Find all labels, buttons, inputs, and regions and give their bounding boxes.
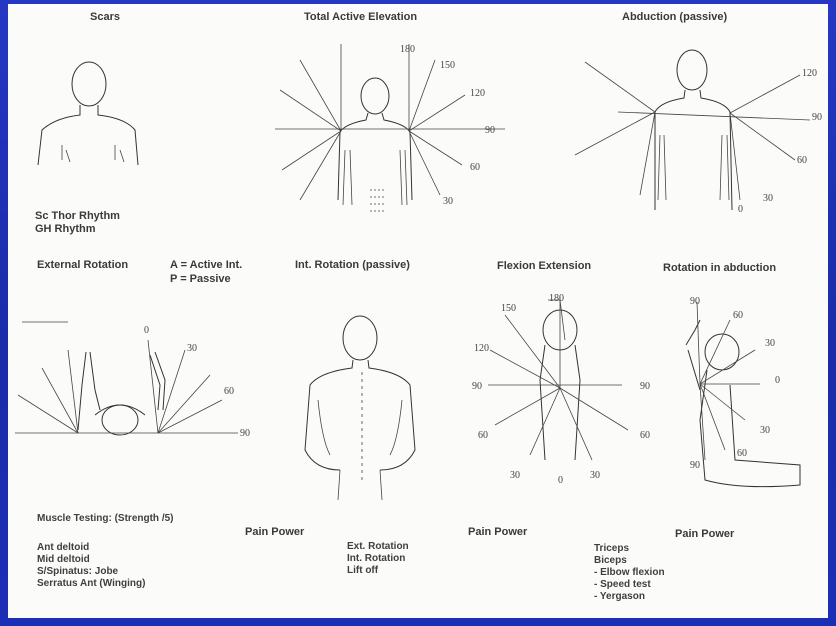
angle-label: 180 (549, 293, 564, 304)
list-item: Lift off (347, 564, 409, 576)
legend-passive: P = Passive (170, 273, 231, 286)
angle-label: 60 (640, 430, 650, 441)
legend-active-int: A = Active Int. (170, 259, 242, 272)
angle-label: 90 (240, 428, 250, 439)
angle-label: 90 (812, 112, 822, 123)
list-item: Int. Rotation (347, 552, 409, 564)
scars-torso-figure (38, 62, 138, 165)
muscle-list-arm: Triceps Biceps - Elbow flexion - Speed t… (594, 542, 665, 602)
list-item: Mid deltoid (37, 553, 145, 565)
angle-label: 0 (738, 204, 743, 215)
angle-label: 60 (478, 430, 488, 441)
angle-label: 30 (510, 470, 520, 481)
pain-power-label: Pain Power (675, 528, 734, 541)
flexion-extension-figure (488, 297, 628, 460)
list-item: Biceps (594, 554, 665, 566)
angle-label: 0 (144, 325, 149, 336)
external-rotation-figure (15, 340, 238, 435)
list-item: - Yergason (594, 590, 665, 602)
elevation-figure (275, 44, 505, 211)
angle-label: 60 (737, 448, 747, 459)
heading-total-active-elevation: Total Active Elevation (304, 11, 417, 24)
angle-label: 60 (797, 155, 807, 166)
muscle-list-rotation: Ext. Rotation Int. Rotation Lift off (347, 540, 409, 576)
list-item: S/Spinatus: Jobe (37, 565, 145, 577)
angle-label: 60 (224, 386, 234, 397)
angle-label: 60 (470, 162, 480, 173)
angle-label: 120 (470, 88, 485, 99)
angle-label: 90 (690, 460, 700, 471)
heading-scars: Scars (90, 11, 120, 24)
list-item: Serratus Ant (Winging) (37, 577, 145, 589)
angle-label: 30 (760, 425, 770, 436)
sc-thor-rhythm: Sc Thor Rhythm (35, 210, 120, 223)
angle-label: 30 (187, 343, 197, 354)
angle-label: 30 (590, 470, 600, 481)
pain-power-label: Pain Power (245, 526, 304, 539)
angle-label: 0 (775, 375, 780, 386)
angle-label: 90 (690, 296, 700, 307)
angle-label: 90 (485, 125, 495, 136)
list-item: Ext. Rotation (347, 540, 409, 552)
angle-label: 90 (472, 381, 482, 392)
heading-rotation-in-abduction: Rotation in abduction (663, 262, 776, 275)
angle-label: 150 (440, 60, 455, 71)
angle-label: 180 (400, 44, 415, 55)
muscle-testing-title: Muscle Testing: (Strength /5) (37, 512, 174, 525)
angle-label: 30 (443, 196, 453, 207)
angle-label: 30 (765, 338, 775, 349)
muscle-list-deltoid: Ant deltoid Mid deltoid S/Spinatus: Jobe… (37, 541, 145, 589)
angle-label: 120 (474, 343, 489, 354)
gh-rhythm: GH Rhythm (35, 223, 96, 236)
int-rotation-figure (305, 316, 415, 500)
heading-abduction-passive: Abduction (passive) (622, 11, 727, 24)
heading-flexion-extension: Flexion Extension (497, 260, 591, 273)
angle-label: 90 (640, 381, 650, 392)
angle-label: 60 (733, 310, 743, 321)
list-item: - Elbow flexion (594, 566, 665, 578)
angle-label: 0 (558, 475, 563, 486)
angle-label: 120 (802, 68, 817, 79)
heading-int-rotation-passive: Int. Rotation (passive) (295, 259, 410, 272)
angle-label: 150 (501, 303, 516, 314)
list-item: - Speed test (594, 578, 665, 590)
pain-power-label: Pain Power (468, 526, 527, 539)
list-item: Triceps (594, 542, 665, 554)
heading-external-rotation: External Rotation (37, 259, 128, 272)
abduction-figure (575, 50, 810, 210)
angle-label: 30 (763, 193, 773, 204)
list-item: Ant deltoid (37, 541, 145, 553)
